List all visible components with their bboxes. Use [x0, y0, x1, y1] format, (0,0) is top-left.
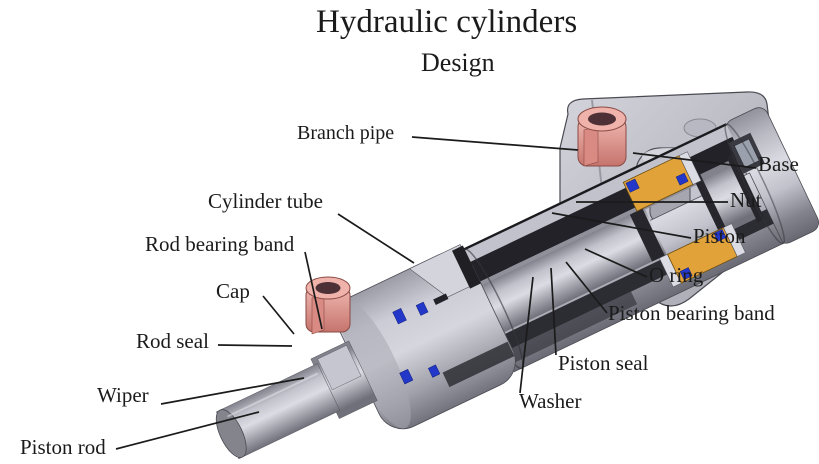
piston-rod-shape [215, 363, 341, 460]
leader-lines [115, 136, 757, 450]
cap-shape [336, 244, 516, 430]
label-branch-pipe: Branch pipe [297, 122, 395, 144]
leader-washer [519, 276, 534, 394]
wiper-shape [399, 368, 414, 385]
leader-base [632, 152, 757, 169]
leader-cylinder-tube [337, 213, 415, 264]
label-wiper: Wiper [97, 383, 149, 407]
branch-pipe-base-shape [577, 106, 627, 167]
leader-piston-bearing-band [565, 261, 608, 314]
branch-pipe-cap-shape [305, 276, 351, 335]
label-washer: Washer [519, 389, 582, 413]
leader-branch-pipe [411, 136, 579, 151]
leader-wiper [160, 377, 305, 405]
o-ring-shape [625, 178, 640, 193]
piston-seal-shape [679, 267, 693, 280]
piston-rod-inner-shape [474, 153, 765, 336]
label-nut: Nut [730, 188, 762, 212]
leader-o-ring [584, 248, 648, 278]
rod-collar-shape [310, 340, 378, 419]
leader-cap [262, 295, 295, 335]
rod-seal-shape [392, 308, 407, 325]
label-rod-seal: Rod seal [136, 329, 209, 353]
label-cap: Cap [216, 279, 250, 303]
label-piston-seal: Piston seal [558, 351, 649, 375]
label-cylinder-tube: Cylinder tube [208, 189, 323, 213]
label-piston-rod: Piston rod [20, 435, 106, 459]
label-piston-bearing-band: Piston bearing band [608, 301, 775, 325]
leader-rod-bearing-band [304, 251, 323, 330]
leader-piston-seal [550, 267, 557, 356]
page-subtitle: Design [421, 48, 495, 77]
cylinder-assembly [215, 107, 819, 460]
piston-shape [622, 151, 746, 288]
leader-piston-rod [115, 411, 260, 450]
leader-piston [551, 212, 692, 239]
label-piston: Piston [693, 224, 746, 248]
leader-rod-seal [217, 344, 293, 347]
label-o-ring: O ring [649, 263, 704, 287]
label-rod-bearing-band: Rod bearing band [145, 232, 295, 256]
rod-bearing-band-shape [415, 301, 429, 316]
page-title: Hydraulic cylinders [316, 4, 578, 40]
label-base: Base [758, 152, 799, 176]
